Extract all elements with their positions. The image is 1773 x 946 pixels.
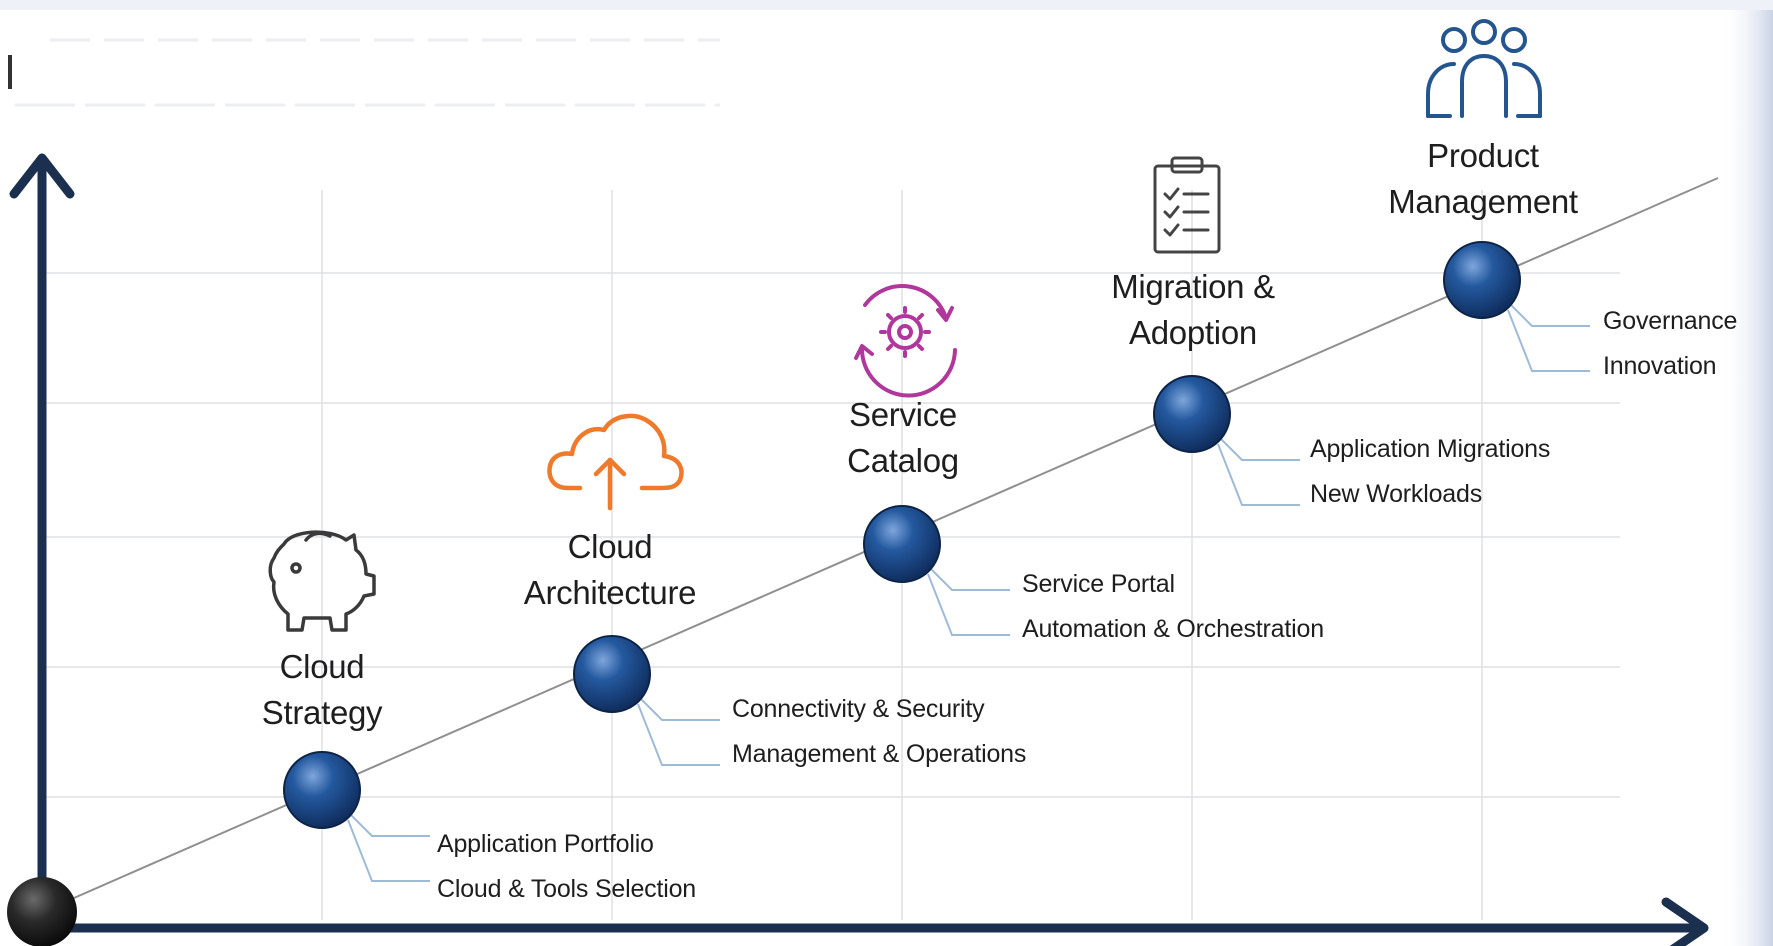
stage-title-line1: Service xyxy=(849,396,957,433)
stage-node xyxy=(863,505,941,583)
stage-title-line2: Catalog xyxy=(847,442,959,479)
stage-node xyxy=(1153,375,1231,453)
cloud-upload-icon xyxy=(547,413,684,511)
leader-line xyxy=(927,565,1010,591)
stage-title-line1: Migration & xyxy=(1111,268,1275,305)
checklist-icon xyxy=(1153,156,1221,254)
leader-line xyxy=(927,573,1010,636)
stage-title-product-management: Product Management xyxy=(1373,133,1593,225)
stage-title-line2: Architecture xyxy=(523,574,697,611)
stage-item: Application Portfolio xyxy=(437,830,654,858)
stage-title-service-catalog: Service Catalog xyxy=(793,392,1013,484)
leader-line xyxy=(1507,309,1590,372)
gear-refresh-icon xyxy=(854,284,957,398)
stage-title-line1: Product xyxy=(1427,137,1539,174)
stage-node xyxy=(283,751,361,829)
stage-title-line1: Cloud xyxy=(279,648,365,685)
y-axis-arrow xyxy=(9,153,75,199)
leader-line xyxy=(1217,435,1300,461)
leader-line xyxy=(1217,443,1300,506)
leader-line xyxy=(347,811,430,837)
stage-item: New Workloads xyxy=(1310,480,1482,508)
stage-title-cloud-strategy: Cloud Strategy xyxy=(212,644,432,736)
stage-node xyxy=(1443,241,1521,319)
stage-item: Application Migrations xyxy=(1310,435,1551,463)
leader-line xyxy=(347,819,430,882)
stage-item: Service Portal xyxy=(1022,570,1175,598)
stage-title-cloud-architecture: Cloud Architecture xyxy=(500,524,720,616)
stage-node xyxy=(573,635,651,713)
leader-line xyxy=(1507,301,1590,327)
stage-title-line2: Management xyxy=(1388,183,1578,220)
leader-line xyxy=(637,703,720,766)
origin-node xyxy=(7,877,77,946)
people-group-icon xyxy=(1426,19,1542,118)
stage-item: Automation & Orchestration xyxy=(1022,615,1324,643)
stage-title-line2: Strategy xyxy=(261,694,383,731)
stage-title-migration-adoption: Migration & Adoption xyxy=(1083,264,1303,356)
piggy-bank-icon xyxy=(268,530,376,632)
stage-item: Connectivity & Security xyxy=(732,695,985,723)
stage-title-line1: Cloud xyxy=(567,528,653,565)
stage-nodes xyxy=(283,241,1521,829)
frame-edge-top xyxy=(0,0,1773,10)
leader-lines xyxy=(347,301,1590,882)
stage-title-line2: Adoption xyxy=(1129,314,1257,351)
x-axis-arrow xyxy=(1661,897,1709,946)
grid xyxy=(46,190,1620,920)
stage-item: Cloud & Tools Selection xyxy=(437,875,696,903)
leader-line xyxy=(637,695,720,721)
frame-edge-right xyxy=(1720,0,1773,946)
header-mark xyxy=(8,55,12,89)
stage-item: Governance xyxy=(1603,307,1738,335)
stage-item: Innovation xyxy=(1603,352,1717,380)
stage-item: Management & Operations xyxy=(732,740,1027,768)
